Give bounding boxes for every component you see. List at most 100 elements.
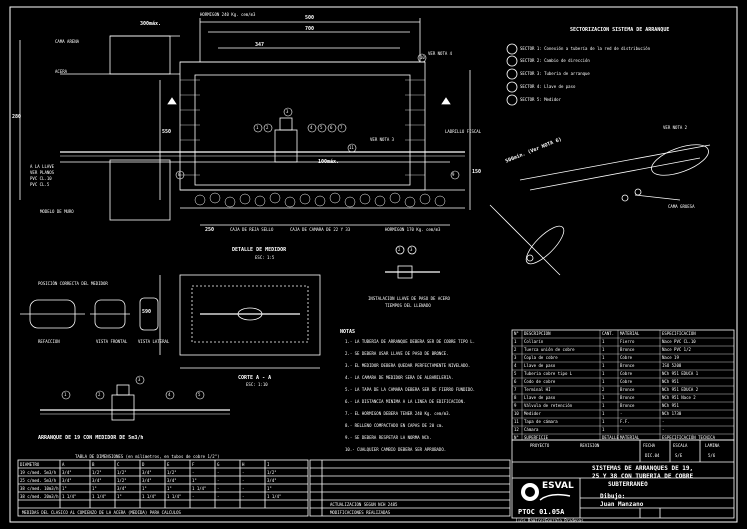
dibujo-name: Juan Manzano <box>600 501 644 508</box>
dim-150: 150 <box>472 169 482 175</box>
section-notas: NOTAS <box>340 329 356 335</box>
note-7: 7.- EL HORMIGON DEBERA TENER 240 Kg. cem… <box>345 411 451 416</box>
revision-label: REVISION <box>580 443 600 448</box>
bom-cell: 1 <box>602 371 605 376</box>
bom-cell: Bronce <box>620 363 635 368</box>
bom-cell: 1 <box>602 347 605 352</box>
dim-header-cell: G <box>217 462 220 467</box>
bom-cell: - <box>662 419 665 424</box>
bom-cell: 1 <box>602 379 605 384</box>
dim-500: 500 <box>305 15 315 21</box>
lamina-value: 5/6 <box>708 453 716 458</box>
dim-cell: 25 c/med. 5m3/h <box>20 478 57 483</box>
dim-header-cell: DIAMETRO <box>20 462 40 467</box>
dim-cell: 1" <box>192 478 197 483</box>
callout-number: 3 <box>138 377 141 382</box>
callout-number: 2 <box>398 247 401 252</box>
label-pvc-cl5: PVC CL.5 <box>30 182 50 187</box>
dibujo-label: Dibujo: <box>600 493 626 500</box>
label-ver-nota3: VER NOTA 3 <box>370 137 395 142</box>
dim-cell: 1/2" <box>117 470 127 475</box>
bom-cell: Nace 19 <box>662 355 679 360</box>
bom-cell: NCh 951 <box>662 379 679 384</box>
bom-cell: NCh 951 EDUCA 1 <box>662 371 699 376</box>
dim-header-cell: F <box>192 462 195 467</box>
dim-cell: 1 1/4" <box>92 494 107 499</box>
bom-cell: ISO 5208 <box>662 363 682 368</box>
note-2: 2.- SE DEBERA USAR LLAVE DE PASO DE BRON… <box>345 351 449 356</box>
bom-cell: - <box>620 411 623 416</box>
callout-number: 9 <box>452 172 455 177</box>
bom-footer-cell: N° <box>514 435 519 440</box>
bom-cell: Bronce <box>620 347 635 352</box>
sector-item-2: SECTOR 2: Cambio de dirección <box>520 58 590 63</box>
title-line-1: SISTEMAS DE ARRANQUES DE 19, <box>592 465 694 472</box>
dim-347: 347 <box>255 42 265 48</box>
bom-cell: 11 <box>514 419 519 424</box>
callout-number: 3 <box>410 247 413 252</box>
bom-cell: 12 <box>514 427 519 432</box>
callout-number: A <box>444 99 447 104</box>
bom-cell: Cobre <box>620 379 633 384</box>
section-esc-15: ESC: 1:5 <box>255 255 275 260</box>
dim-cell: - <box>192 494 195 499</box>
title-line-2: 25 Y 38 CON TUBERIA DE COBRE <box>592 473 694 480</box>
dim-header-cell: I <box>267 462 270 467</box>
bom-cell: Bronce <box>620 403 635 408</box>
revision-caption: MODIFICACIONES REALIZADAS <box>330 510 391 515</box>
label-ladrillo: LADRILLO FISCAL <box>445 129 482 134</box>
dim-cell: 1/2" <box>92 470 102 475</box>
bom-cell: NCh 951 EDUCA 2 <box>662 387 699 392</box>
bom-header-cell: ESPECIFICACION <box>662 331 696 336</box>
dim-250: 250 <box>205 227 215 233</box>
dim-cell: 1" <box>92 486 97 491</box>
dim-100: 100máx. <box>318 159 340 165</box>
note-8: 8.- RELLENO COMPACTADO EN CAPAS DE 20 cm… <box>345 423 444 428</box>
bom-cell: 3 <box>514 355 517 360</box>
bom-cell: 1 <box>602 355 605 360</box>
bom-footer-cell: ESPECIFICACIÓN TECNICA <box>662 435 715 440</box>
callout-number: 5 <box>320 125 323 130</box>
dim-cell: 3/4" <box>267 478 277 483</box>
bom-cell: 8 <box>514 395 517 400</box>
dim-cell: 1 1/4" <box>267 494 282 499</box>
bom-cell: Cámara <box>524 427 539 432</box>
bom-cell: 4 <box>514 363 517 368</box>
sector-item-5: SECTOR 5: Medidor <box>520 97 561 102</box>
callout-number: 2 <box>98 392 101 397</box>
dim-cell: - <box>242 486 245 491</box>
dim-header-cell: E <box>167 462 170 467</box>
dim-header-cell: A <box>62 462 65 467</box>
note-3: 3.- EL MEDIDOR DEBERA QUEDAR PERFECTAMEN… <box>345 363 471 368</box>
dim-550: 550 <box>162 129 172 135</box>
revisor-name: Luis Ramirez <box>516 518 545 523</box>
bom-cell: 10 <box>514 411 519 416</box>
label-cama-arena: CAMA ARENA <box>55 39 80 44</box>
dim-cell: 1" <box>267 486 272 491</box>
dim-cell: 1/2" <box>267 470 277 475</box>
sector-item-1: SECTOR 1: Conexión a tubería de la red d… <box>520 46 651 51</box>
bom-cell: 1 <box>602 339 605 344</box>
dim-cell: 1 1/4" <box>62 494 77 499</box>
note-5: 5.- LA TAPA DE LA CAMARA DEBERA SER DE F… <box>345 387 476 392</box>
label-acera: ACERA <box>55 69 68 74</box>
bom-cell: Llave de paso <box>524 395 556 400</box>
dim-cell: 1" <box>167 486 172 491</box>
bom-cell: 5 <box>514 371 517 376</box>
label-muro: MODELO DE MURO <box>40 209 74 214</box>
dim-280: 280 <box>12 114 22 120</box>
bottom-table-title: TABLA DE DIMENSIONES (en milímetros, en … <box>75 454 220 459</box>
fecha-value: DIC.04 <box>645 453 660 458</box>
bom-cell: Codo de cobre <box>524 379 556 384</box>
callout-number: 10 <box>420 55 425 60</box>
label-concrete-top: HORMIGON 240 Kg. cem/m3 <box>200 12 256 17</box>
fecha-label: FECHA <box>643 443 656 448</box>
bom-cell: 1 <box>602 363 605 368</box>
bom-cell: NCh 951 Nace 2 <box>662 395 696 400</box>
section-instalacion: INSTALACION LLAVE DE PASO DE ACERO <box>368 296 450 301</box>
bom-cell: 1 <box>602 395 605 400</box>
bom-footer-cell: MATERIAL <box>620 435 640 440</box>
dim-cell: 3/4" <box>117 486 127 491</box>
bom-cell: Tubería cobre tipo L <box>524 371 573 376</box>
